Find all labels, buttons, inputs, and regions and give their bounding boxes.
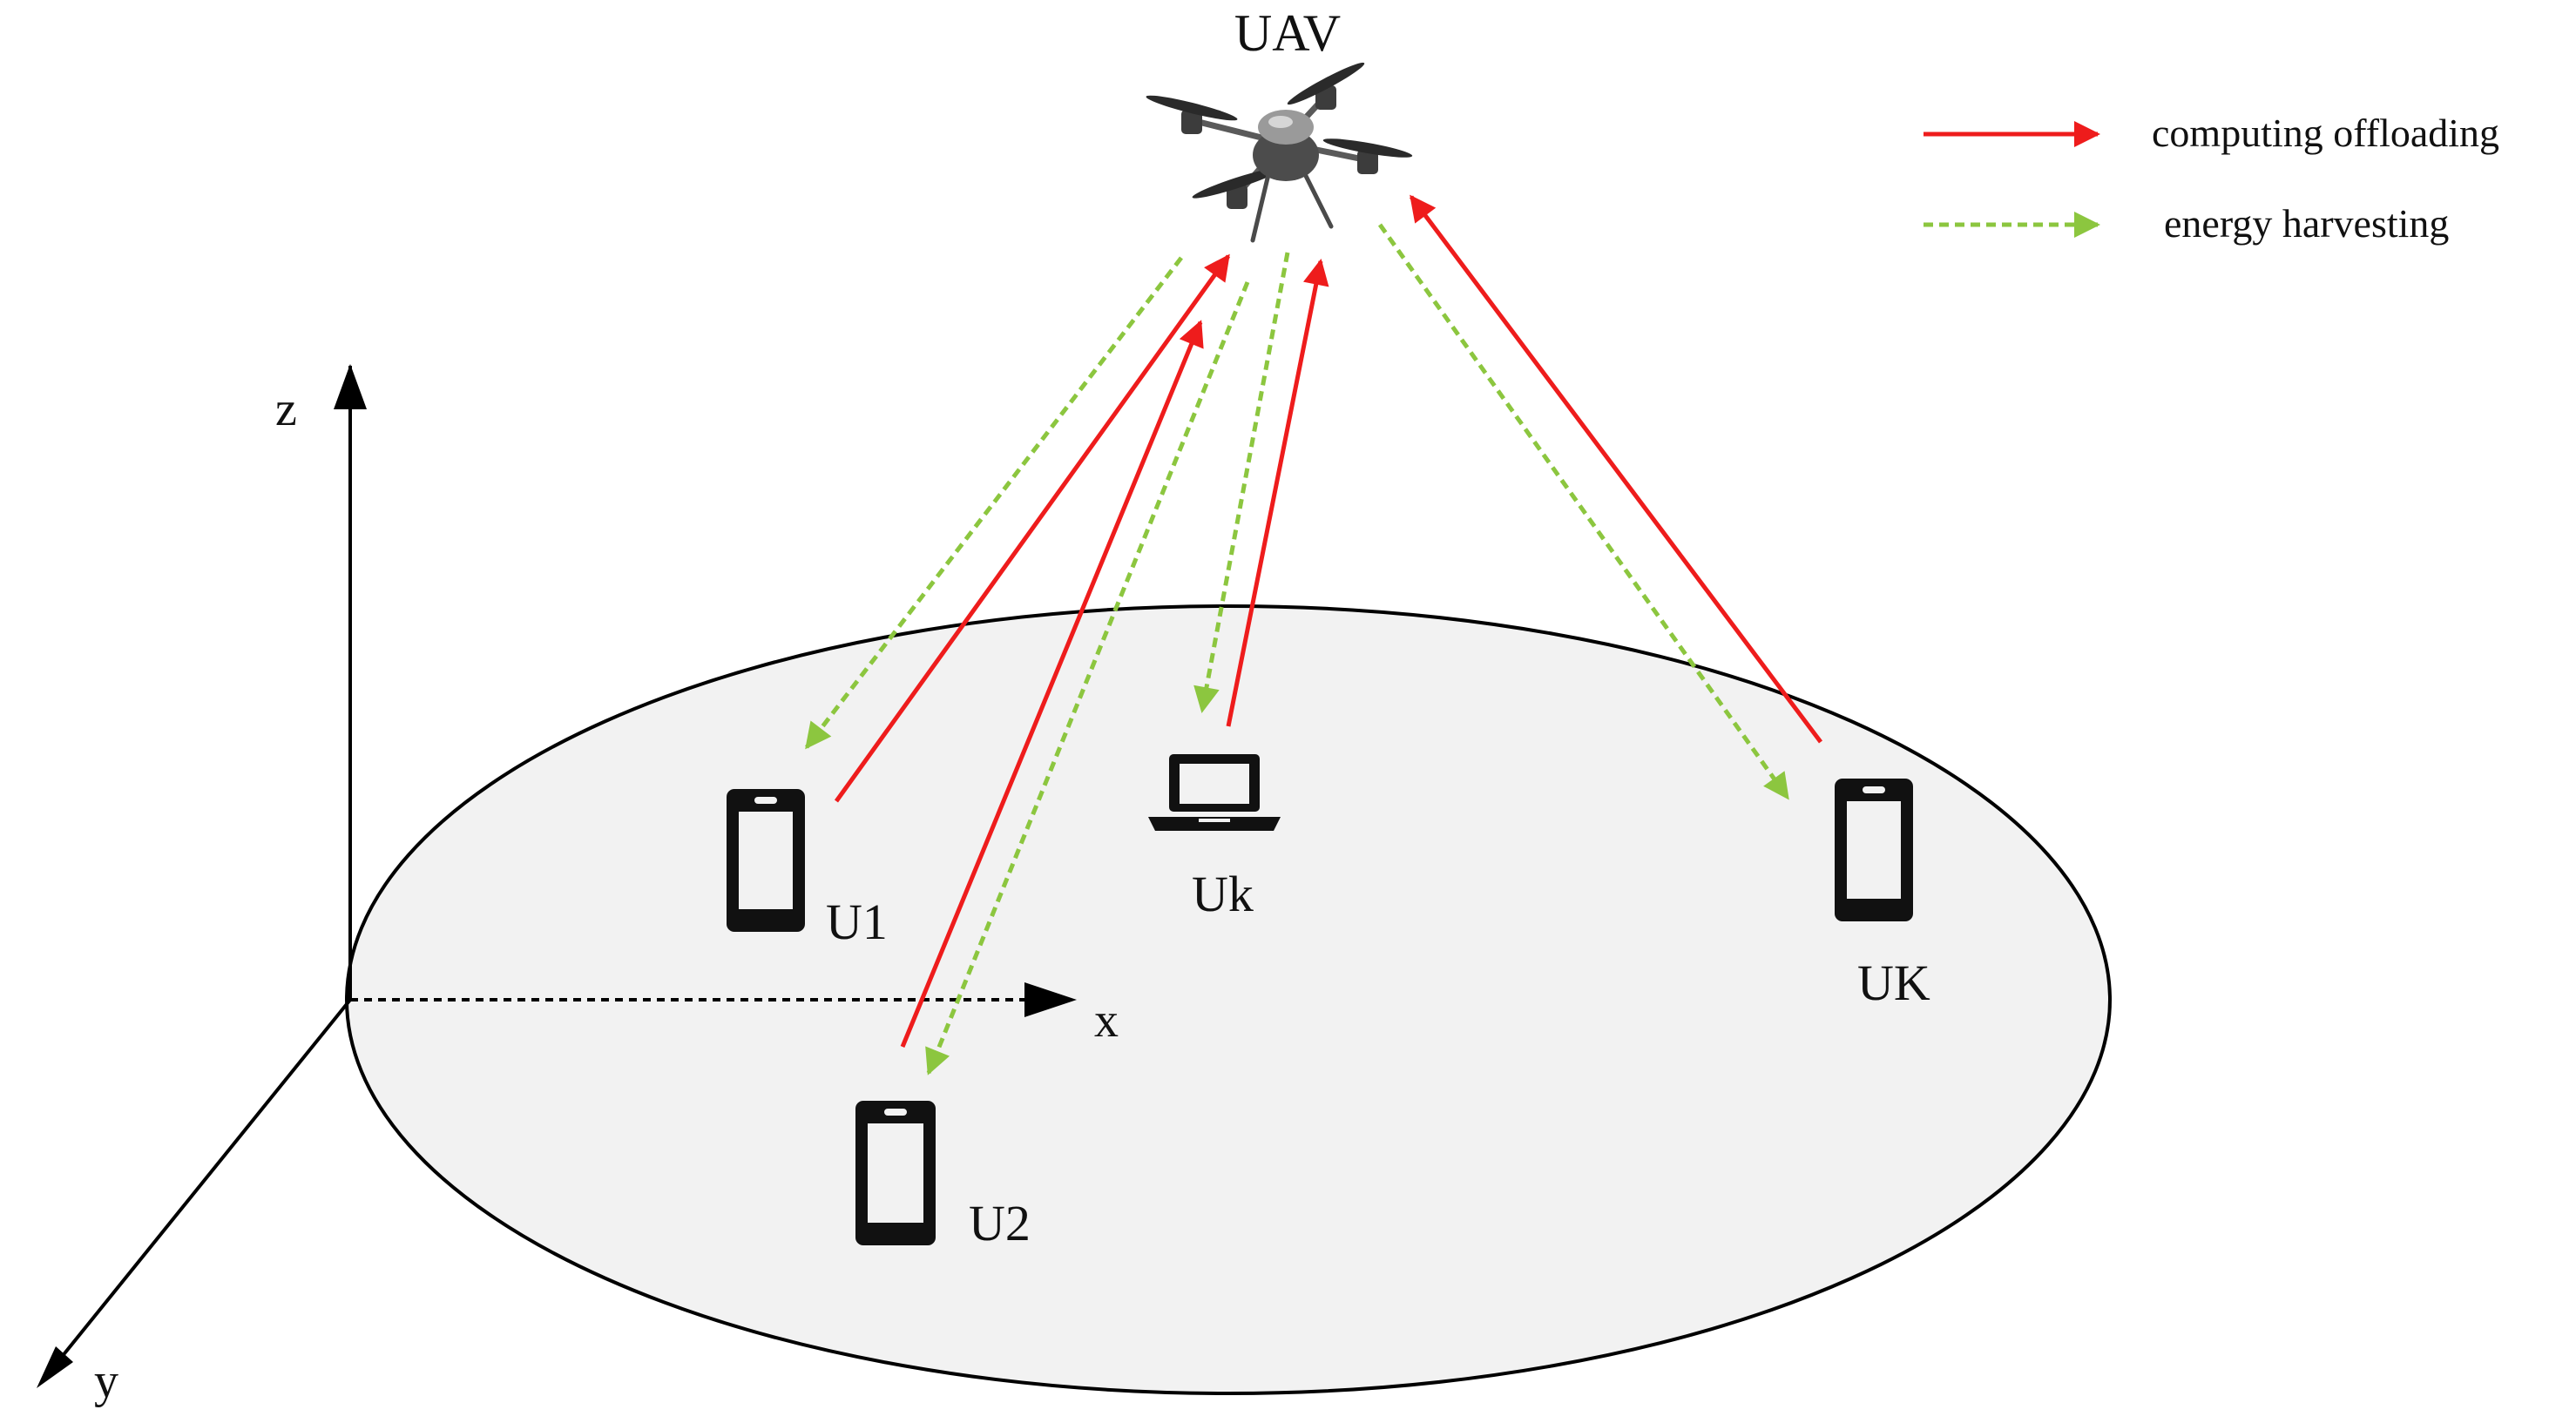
coordinate-axes: z x y	[37, 364, 1119, 1408]
device-label-uk-small: Uk	[1192, 866, 1254, 922]
laptop-icon	[1148, 754, 1281, 831]
z-axis-arrowhead	[334, 364, 367, 409]
harvest-link-u2	[925, 281, 1250, 1076]
smartphone-icon	[855, 1101, 936, 1245]
device-uk-small: Uk	[1148, 754, 1281, 922]
offload-link-uk-big	[1410, 194, 1822, 744]
smartphone-icon	[727, 789, 805, 932]
harvest-link-u1	[805, 256, 1183, 750]
smartphone-icon	[1835, 779, 1913, 921]
y-axis	[49, 998, 352, 1372]
device-u1: U1	[727, 789, 888, 950]
legend-harvesting-label: energy harvesting	[2164, 201, 2449, 246]
harvest-link-uk-big	[1377, 223, 1790, 800]
device-label-u2: U2	[969, 1195, 1031, 1251]
device-u2: U2	[855, 1101, 1031, 1251]
computing-offloading-links	[834, 194, 1822, 1048]
device-uk-big: UK	[1835, 779, 1930, 1011]
offload-link-u1	[834, 253, 1231, 803]
device-label-u1: U1	[826, 894, 888, 950]
legend-offloading-label: computing offloading	[2152, 111, 2499, 155]
quadcopter-drone-icon	[1146, 62, 1413, 243]
energy-harvesting-links	[805, 223, 1790, 1076]
device-label-uk-big: UK	[1857, 954, 1930, 1011]
offload-link-uk-small	[1226, 259, 1329, 727]
uav-label: UAV	[1234, 4, 1341, 62]
x-axis-arrowhead	[1024, 982, 1077, 1017]
legend: computing offloading energy harvesting	[1924, 111, 2499, 246]
offload-link-u2	[900, 320, 1204, 1048]
y-axis-arrowhead	[37, 1346, 73, 1388]
x-axis-label: x	[1094, 994, 1119, 1048]
z-axis-label: z	[275, 382, 297, 436]
y-axis-label: y	[94, 1354, 118, 1408]
